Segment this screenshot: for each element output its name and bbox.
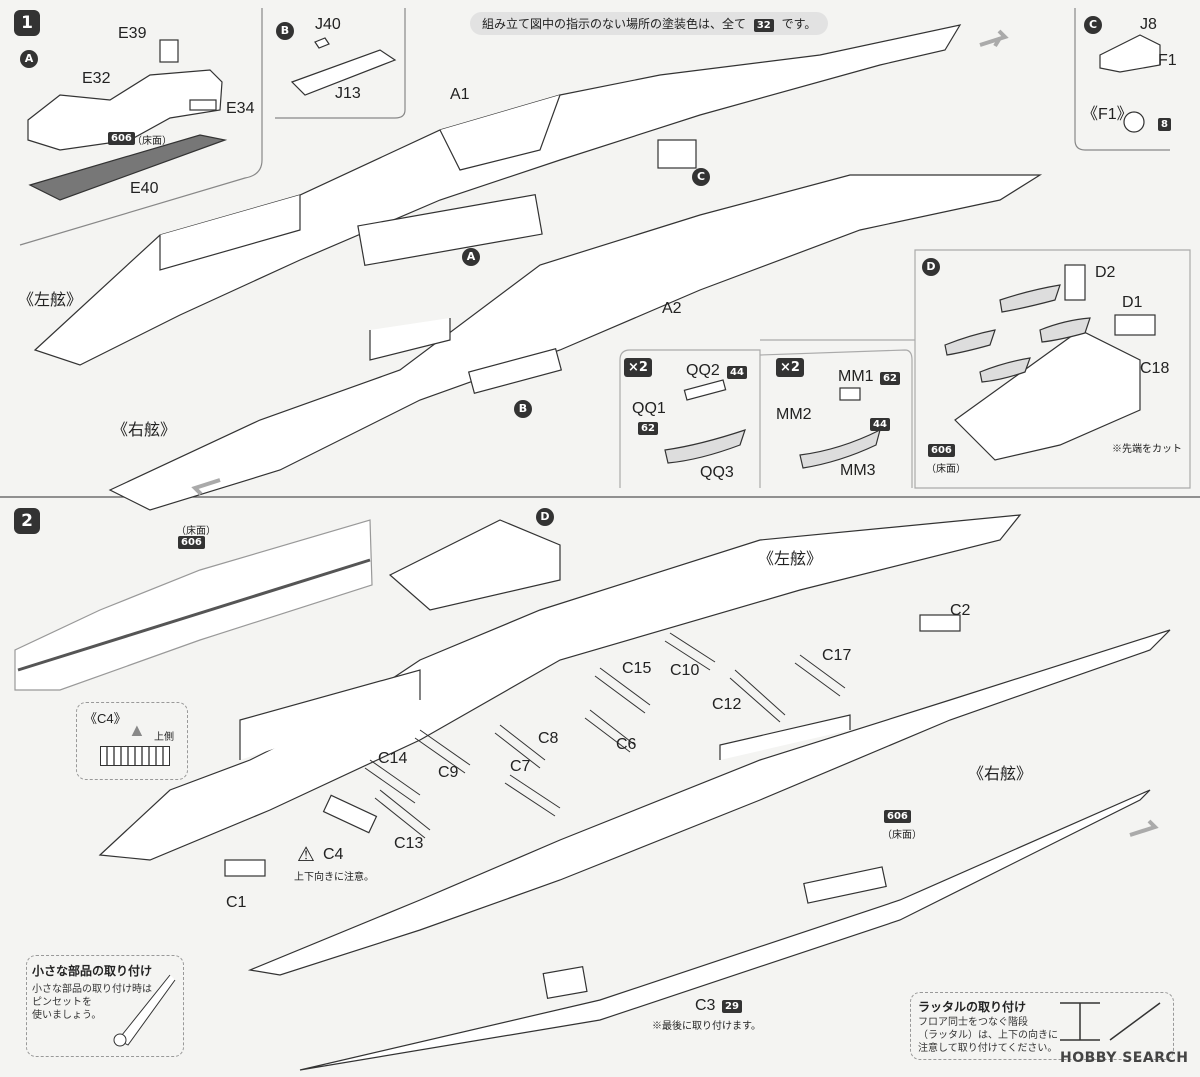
inset-f1-label: 《F1》	[1082, 106, 1133, 123]
part-c8: C8	[538, 730, 559, 747]
qq-multiplier: ×2	[624, 358, 652, 377]
part-e39: E39	[118, 25, 147, 42]
part-d2: D2	[1095, 264, 1116, 281]
paint-note: 組み立て図中の指示のない場所の塗装色は、全て 32 です。	[470, 12, 829, 35]
part-c1: C1	[226, 894, 247, 911]
c3-note: ※最後に取り付けます。	[652, 1021, 761, 1032]
part-c7: C7	[510, 758, 531, 775]
paint-note-text: 組み立て図中の指示のない場所の塗装色は、全て	[482, 17, 747, 31]
inset-a-floor-color: 606	[108, 132, 135, 145]
c4-inset-top-label: 上側	[154, 732, 174, 743]
inset-d-marker: D	[922, 258, 940, 276]
c4-inset-label: 《C4》	[84, 711, 127, 726]
part-a1: A1	[450, 86, 470, 103]
part-c15: C15	[622, 660, 652, 677]
hull-marker-c: C	[692, 168, 710, 186]
hull-marker-a: A	[462, 248, 480, 266]
step1-left-side-label: 《左舷》	[18, 292, 83, 309]
inset-b-marker: B	[276, 22, 294, 40]
part-f1: F1	[1158, 52, 1177, 69]
ladder-tip-box	[910, 992, 1174, 1060]
ladder-line-2: （ラッタル）は、上下の向きに	[918, 1030, 1058, 1041]
part-mm1: MM1	[838, 368, 874, 385]
paint-note-color: 32	[753, 19, 774, 32]
part-mm3: MM3	[840, 462, 876, 479]
part-c18: C18	[1140, 360, 1170, 377]
part-c12: C12	[712, 696, 742, 713]
mm3-color: 44	[870, 418, 890, 431]
part-j8: J8	[1140, 16, 1157, 33]
part-c14: C14	[378, 750, 408, 767]
step2-inset-floor-color: 606	[178, 536, 205, 549]
part-a2: A2	[662, 300, 682, 317]
ladder-line-3: 注意して取り付けてください。	[918, 1043, 1058, 1054]
step2-floor-note: （床面）	[882, 830, 922, 841]
step-2-badge: 2	[14, 508, 40, 534]
part-qq2: QQ2	[686, 362, 720, 379]
step2-right-side-label: 《右舷》	[968, 766, 1033, 783]
inset-d-floor-note: （床面）	[926, 464, 966, 475]
part-c2: C2	[950, 602, 971, 619]
small-parts-tip-box	[26, 955, 184, 1057]
small-parts-line-3: 使いましょう。	[32, 1010, 102, 1021]
part-c3: C3	[695, 997, 716, 1014]
part-e40: E40	[130, 180, 159, 197]
part-d1: D1	[1122, 294, 1143, 311]
part-qq1: QQ1	[632, 400, 666, 417]
c4-grille-shape	[100, 746, 170, 766]
part-qq3: QQ3	[700, 464, 734, 481]
warning-icon: ⚠	[297, 844, 315, 866]
hull-marker-b: B	[514, 400, 532, 418]
mm1-color: 62	[880, 372, 900, 385]
small-parts-line-2: ピンセットを	[32, 997, 92, 1008]
mm-multiplier: ×2	[776, 358, 804, 377]
part-c17: C17	[822, 647, 852, 664]
part-c6: C6	[616, 736, 637, 753]
hobby-search-watermark: HOBBY SEARCH	[1060, 1050, 1189, 1066]
inset-d-floor-color: 606	[928, 444, 955, 457]
step2-marker-d: D	[536, 508, 554, 526]
part-c4: C4	[323, 846, 344, 863]
inset-f1-color: 8	[1158, 118, 1171, 131]
c3-color: 29	[722, 1000, 742, 1013]
step2-floor-color: 606	[884, 810, 911, 823]
paint-note-suffix: です。	[781, 17, 817, 31]
inset-a-marker: A	[20, 50, 38, 68]
ladder-line-1: フロア同士をつなぐ階段	[918, 1017, 1028, 1028]
part-e34: E34	[226, 100, 255, 117]
part-j13: J13	[335, 85, 361, 102]
c4-orientation-inset	[76, 702, 188, 780]
inset-d-cut-note: ※先端をカット	[1112, 444, 1182, 455]
small-parts-title: 小さな部品の取り付け	[32, 964, 153, 978]
step2-inset-floor-note: （床面）	[176, 526, 216, 537]
step-1-badge: 1	[14, 10, 40, 36]
arrow-up-icon: ▲	[128, 720, 146, 740]
step2-left-side-label: 《左舷》	[758, 551, 823, 568]
part-c13: C13	[394, 835, 424, 852]
part-c10: C10	[670, 662, 700, 679]
ladder-title: ラッタルの取り付け	[918, 1000, 1027, 1014]
c4-warning-text: 上下向きに注意。	[294, 872, 374, 883]
qq2-color: 44	[727, 366, 747, 379]
small-parts-line-1: 小さな部品の取り付け時は	[32, 984, 152, 995]
part-c9: C9	[438, 764, 459, 781]
part-j40: J40	[315, 16, 341, 33]
inset-a-floor-note: （床面）	[132, 136, 172, 147]
qq1-color: 62	[638, 422, 658, 435]
step1-right-side-label: 《右舷》	[112, 422, 177, 439]
inset-c-marker: C	[1084, 16, 1102, 34]
part-mm2: MM2	[776, 406, 812, 423]
part-e32: E32	[82, 70, 111, 87]
